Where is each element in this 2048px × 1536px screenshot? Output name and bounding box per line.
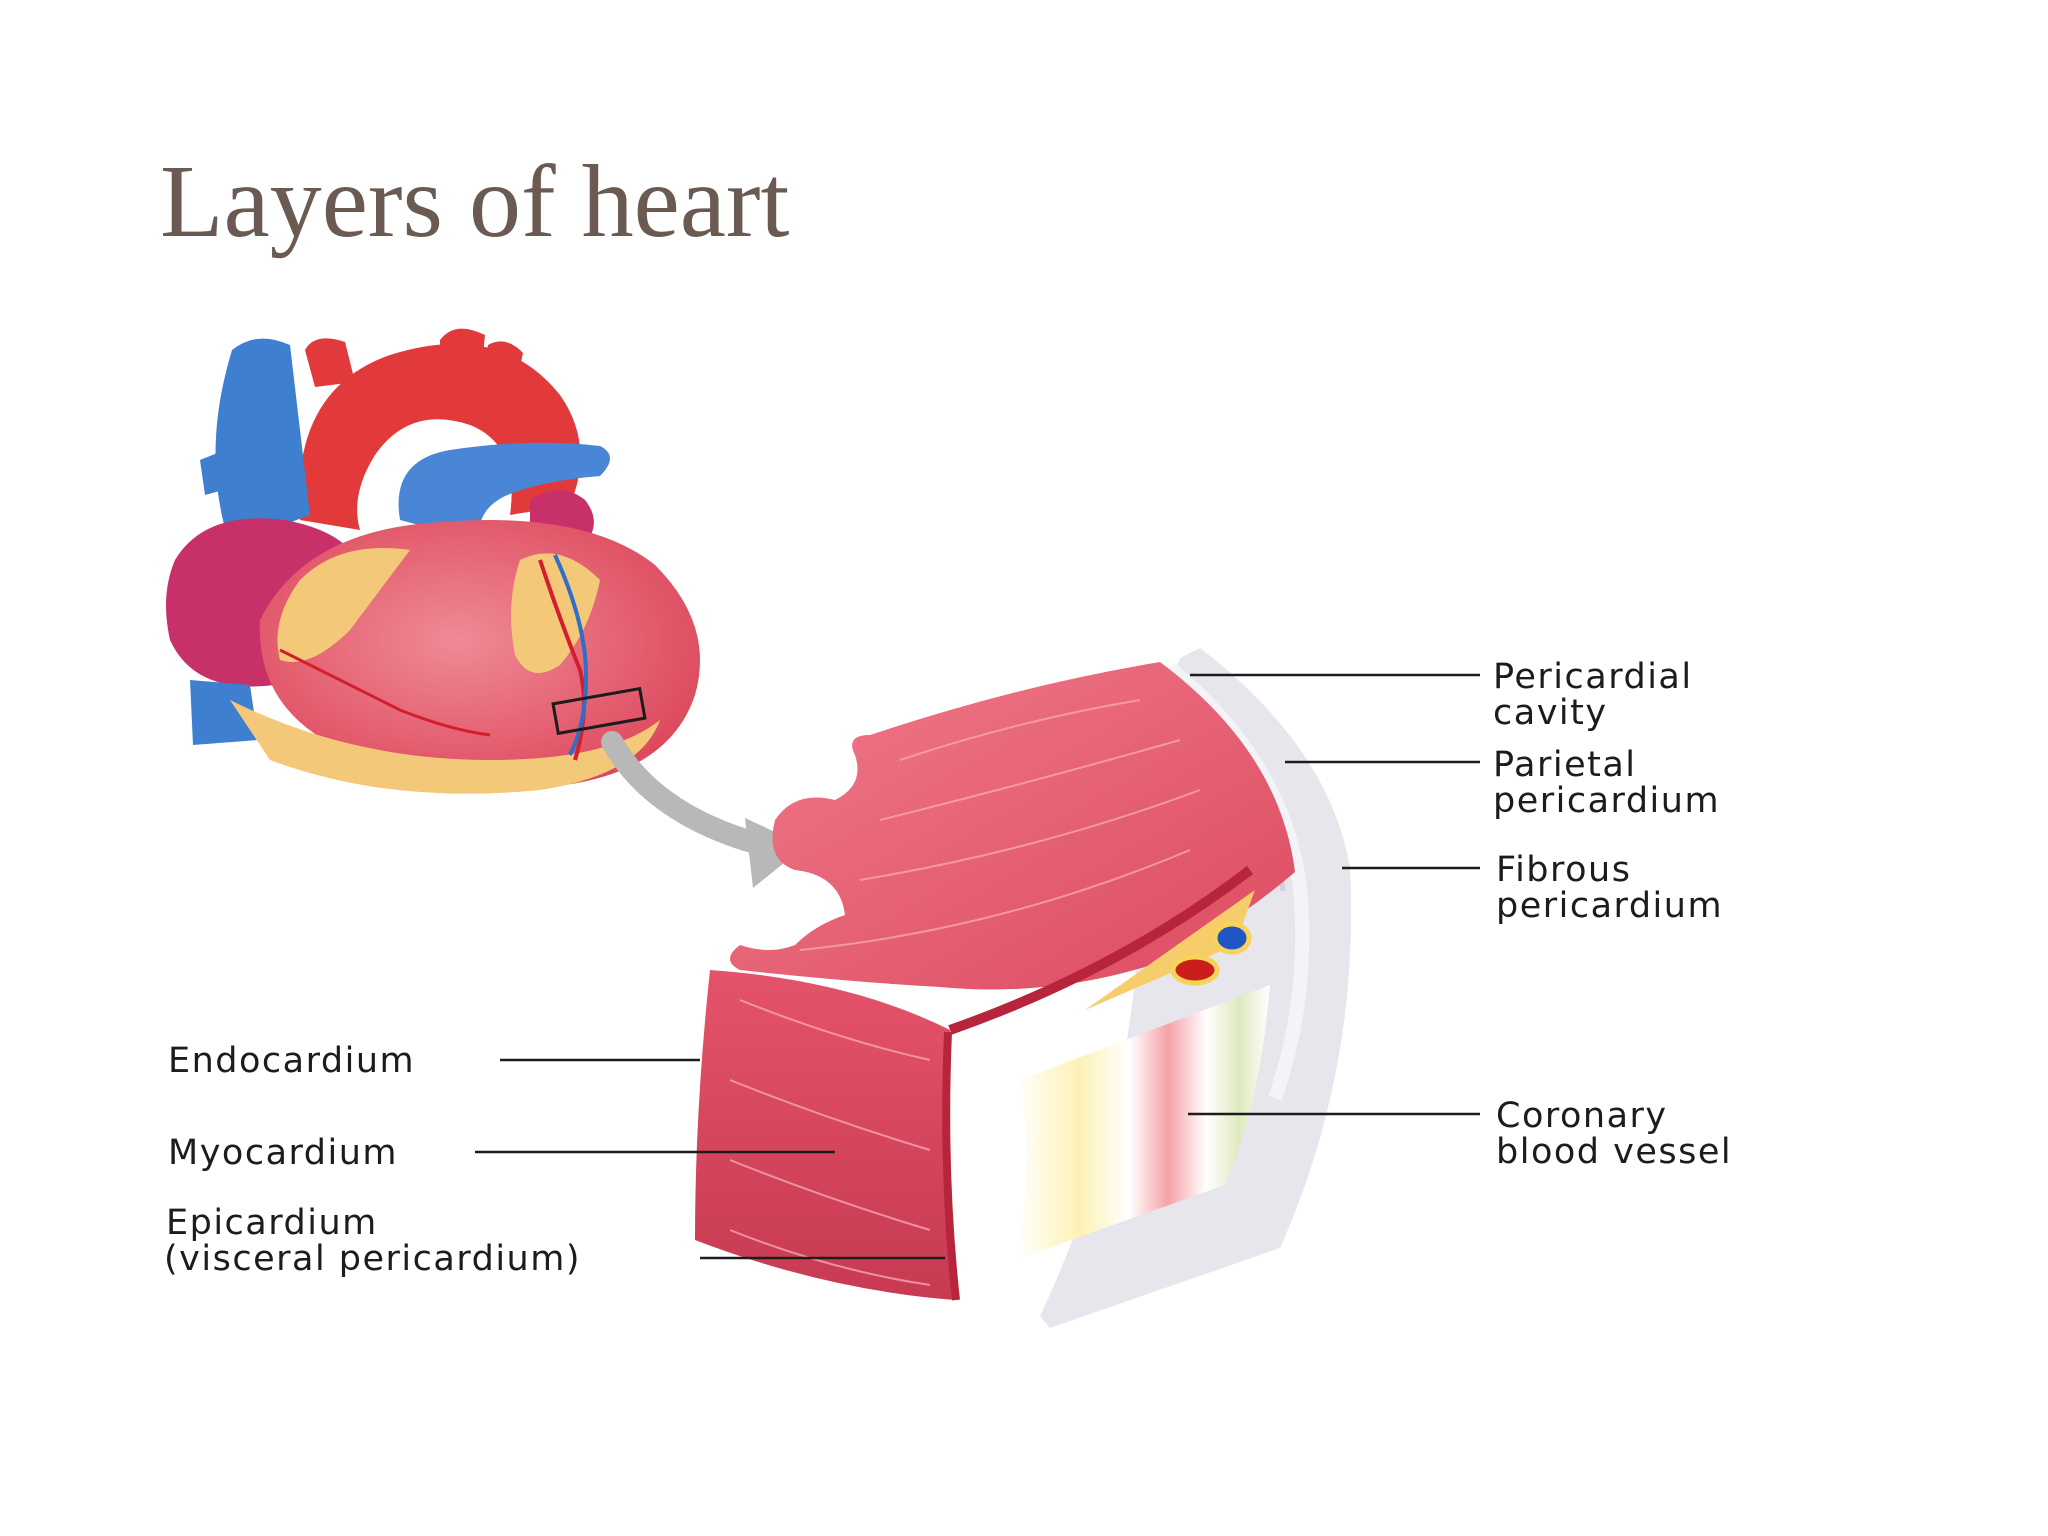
inferior-vena-cava bbox=[190, 680, 258, 745]
myocardium-top-face bbox=[730, 662, 1295, 990]
leader-lines bbox=[475, 673, 1480, 1260]
label-parietal-pericardium-line2: pericardium bbox=[1493, 781, 1720, 821]
heart-illustration bbox=[166, 328, 700, 794]
aortic-arch-branch-left bbox=[305, 338, 355, 387]
pulmonary-vein bbox=[200, 440, 260, 495]
epicardial-fat-lower bbox=[230, 700, 660, 794]
muscle-fiber-texture bbox=[729, 699, 1201, 1286]
label-myocardium: Myocardium bbox=[168, 1133, 398, 1173]
epicardial-fat-wedge bbox=[1085, 890, 1255, 1010]
page-title: Layers of heart bbox=[160, 144, 790, 259]
coronary-vein-section bbox=[1212, 921, 1252, 955]
label-epicardium-line1: Epicardium bbox=[166, 1203, 378, 1243]
coronary-artery-section bbox=[1170, 954, 1220, 986]
epicardial-fat-right bbox=[511, 553, 600, 673]
heart-wall-section bbox=[695, 648, 1352, 1328]
label-pericardial-cavity-line1: Pericardial bbox=[1493, 657, 1693, 697]
zoom-arrow bbox=[601, 731, 805, 888]
epicardium-layer bbox=[948, 866, 1254, 1035]
label-pericardial-cavity-line2: cavity bbox=[1493, 693, 1608, 733]
label-coronary-blood-vessel-line1: Coronary bbox=[1496, 1096, 1668, 1136]
epicardium-side bbox=[942, 1031, 960, 1301]
myocardium-side-face bbox=[695, 970, 955, 1300]
superior-vena-cava bbox=[215, 338, 310, 545]
epicardial-fat-upper bbox=[277, 548, 410, 662]
pulmonary-trunk bbox=[398, 442, 610, 541]
section-marker-box bbox=[551, 686, 647, 736]
label-epicardium-line2: (visceral pericardium) bbox=[164, 1239, 581, 1279]
label-parietal-pericardium-line1: Parietal bbox=[1493, 745, 1637, 785]
aorta bbox=[299, 343, 581, 530]
label-endocardium: Endocardium bbox=[168, 1041, 415, 1081]
labels: Pericardial cavity Parietal pericardium … bbox=[164, 657, 1732, 1279]
label-fibrous-pericardium-line2: pericardium bbox=[1496, 886, 1723, 926]
coronary-vessel-face bbox=[1015, 985, 1270, 1260]
label-coronary-blood-vessel-line2: blood vessel bbox=[1496, 1132, 1732, 1172]
label-fibrous-pericardium-line1: Fibrous bbox=[1496, 850, 1631, 890]
coronary-branch bbox=[279, 648, 491, 737]
